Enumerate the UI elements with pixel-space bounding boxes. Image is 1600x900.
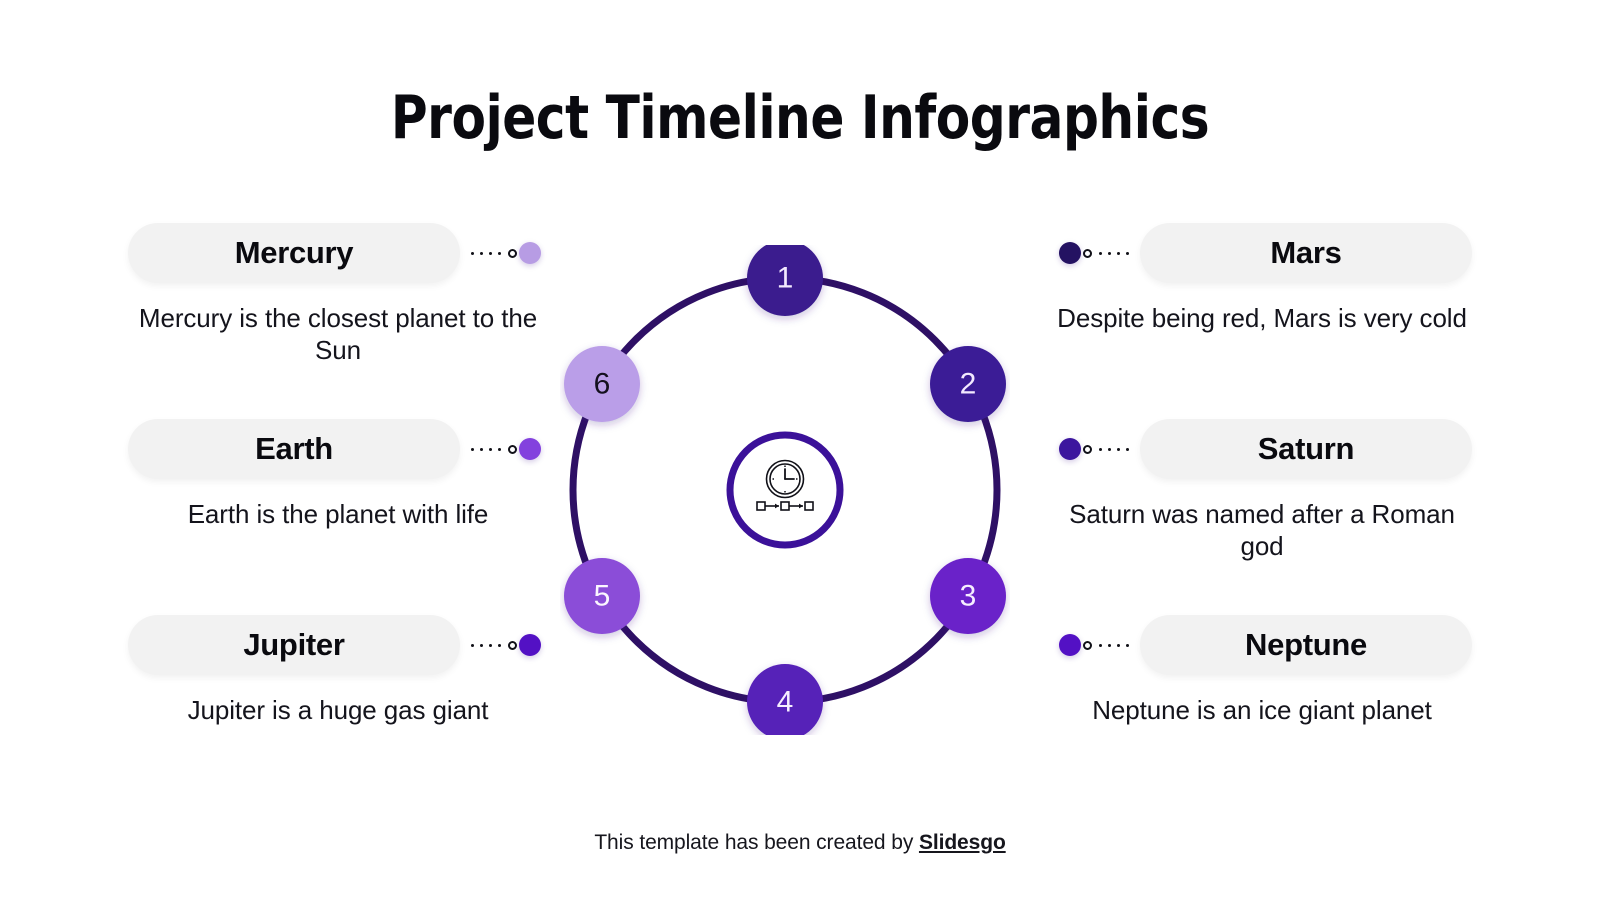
- color-dot-mercury: [519, 242, 541, 264]
- connector-dotted-line-icon: [460, 630, 548, 660]
- planet-name-label: Mercury: [234, 235, 354, 270]
- timeline-node-5-label: 5: [594, 580, 611, 613]
- connector-dotted-line-icon: [1052, 434, 1140, 464]
- planet-card-jupiter[interactable]: Jupiter: [128, 615, 460, 675]
- ring-dot-icon: [508, 248, 517, 258]
- ring-dot-icon: [508, 444, 517, 454]
- planet-name-label: Earth: [255, 431, 333, 466]
- planet-description-earth: Earth is the planet with life: [187, 499, 489, 529]
- planet-card-mars[interactable]: Mars: [1140, 223, 1472, 283]
- timeline-item-mars[interactable]: Mars Despite being red, Mars is very col…: [1052, 222, 1472, 418]
- ring-dot-icon: [1083, 444, 1092, 454]
- timeline-node-4: [747, 664, 823, 735]
- timeline-item-neptune[interactable]: Neptune Neptune is an ice giant planet: [1052, 614, 1472, 810]
- timeline-node-6: [564, 346, 640, 422]
- clock-timeline-icon: [756, 459, 814, 511]
- timeline-node-2-label: 2: [960, 368, 977, 401]
- ring-dot-icon: [1083, 248, 1092, 258]
- timeline-node-6-label: 6: [594, 368, 611, 401]
- color-dot-neptune: [1059, 634, 1081, 656]
- timeline-node-1-label: 1: [777, 262, 794, 295]
- color-dot-saturn: [1059, 438, 1081, 460]
- timeline-node-4-label: 4: [777, 686, 794, 719]
- right-items-column: Mars Despite being red, Mars is very col…: [1052, 222, 1472, 810]
- planet-name-label: Mars: [1270, 235, 1342, 270]
- planet-name-label: Neptune: [1245, 627, 1367, 662]
- footer-text: This template has been created by: [594, 831, 919, 854]
- planet-card-mercury[interactable]: Mercury: [128, 223, 460, 283]
- planet-description-mars: Despite being red, Mars is very cold: [1057, 303, 1467, 333]
- timeline-item-saturn[interactable]: Saturn Saturn was named after a Roman go…: [1052, 418, 1472, 614]
- planet-name-label: Saturn: [1257, 431, 1355, 466]
- connector-dotted-line-icon: [1052, 238, 1140, 268]
- planet-description-jupiter: Jupiter is a huge gas giant: [187, 695, 489, 725]
- ring-dot-icon: [1083, 640, 1092, 650]
- pill-row: Mercury: [128, 222, 548, 284]
- planet-description-neptune: Neptune is an ice giant planet: [1092, 695, 1432, 725]
- connector-dotted-line-icon: [1052, 630, 1140, 660]
- pill-row: Neptune: [1052, 614, 1472, 676]
- pill-row: Jupiter: [128, 614, 548, 676]
- timeline-node-2: [930, 346, 1006, 422]
- dotted-line: [471, 447, 501, 451]
- pill-row: Mars: [1052, 222, 1472, 284]
- timeline-node-1: [747, 245, 823, 316]
- slidesgo-link[interactable]: Slidesgo: [918, 831, 1006, 854]
- planet-description-saturn: Saturn was named after a Roman god: [1069, 499, 1455, 561]
- dotted-line: [1099, 251, 1129, 255]
- dotted-line: [471, 643, 501, 647]
- connector-dotted-line-icon: [460, 434, 548, 464]
- planet-card-neptune[interactable]: Neptune: [1140, 615, 1472, 675]
- circular-timeline-diagram: 1 2 3 4 5 6: [560, 245, 1010, 735]
- ring-dot-icon: [508, 640, 517, 650]
- timeline-item-mercury[interactable]: Mercury Mercury is the closest planet to…: [128, 222, 548, 418]
- page-title: Project Timeline Infographics: [390, 83, 1210, 153]
- planet-description-mercury: Mercury is the closest planet to the Sun: [138, 303, 538, 365]
- left-items-column: Mercury Mercury is the closest planet to…: [128, 222, 548, 810]
- timeline-item-jupiter[interactable]: Jupiter Jupiter is a huge gas giant: [128, 614, 548, 810]
- footer-credit: This template has been created by Slides…: [0, 831, 1600, 855]
- timeline-node-3: [930, 558, 1006, 634]
- timeline-node-3-label: 3: [960, 580, 977, 613]
- color-dot-jupiter: [519, 634, 541, 656]
- pill-row: Earth: [128, 418, 548, 480]
- pill-row: Saturn: [1052, 418, 1472, 480]
- timeline-item-earth[interactable]: Earth Earth is the planet with life: [128, 418, 548, 614]
- connector-dotted-line-icon: [460, 238, 548, 268]
- planet-card-saturn[interactable]: Saturn: [1140, 419, 1472, 479]
- dotted-line: [1099, 643, 1129, 647]
- dotted-line: [471, 251, 501, 255]
- planet-name-label: Jupiter: [243, 627, 345, 662]
- color-dot-earth: [519, 438, 541, 460]
- center-circle: [726, 431, 844, 549]
- planet-card-earth[interactable]: Earth: [128, 419, 460, 479]
- color-dot-mars: [1059, 242, 1081, 264]
- dotted-line: [1099, 447, 1129, 451]
- timeline-node-5: [564, 558, 640, 634]
